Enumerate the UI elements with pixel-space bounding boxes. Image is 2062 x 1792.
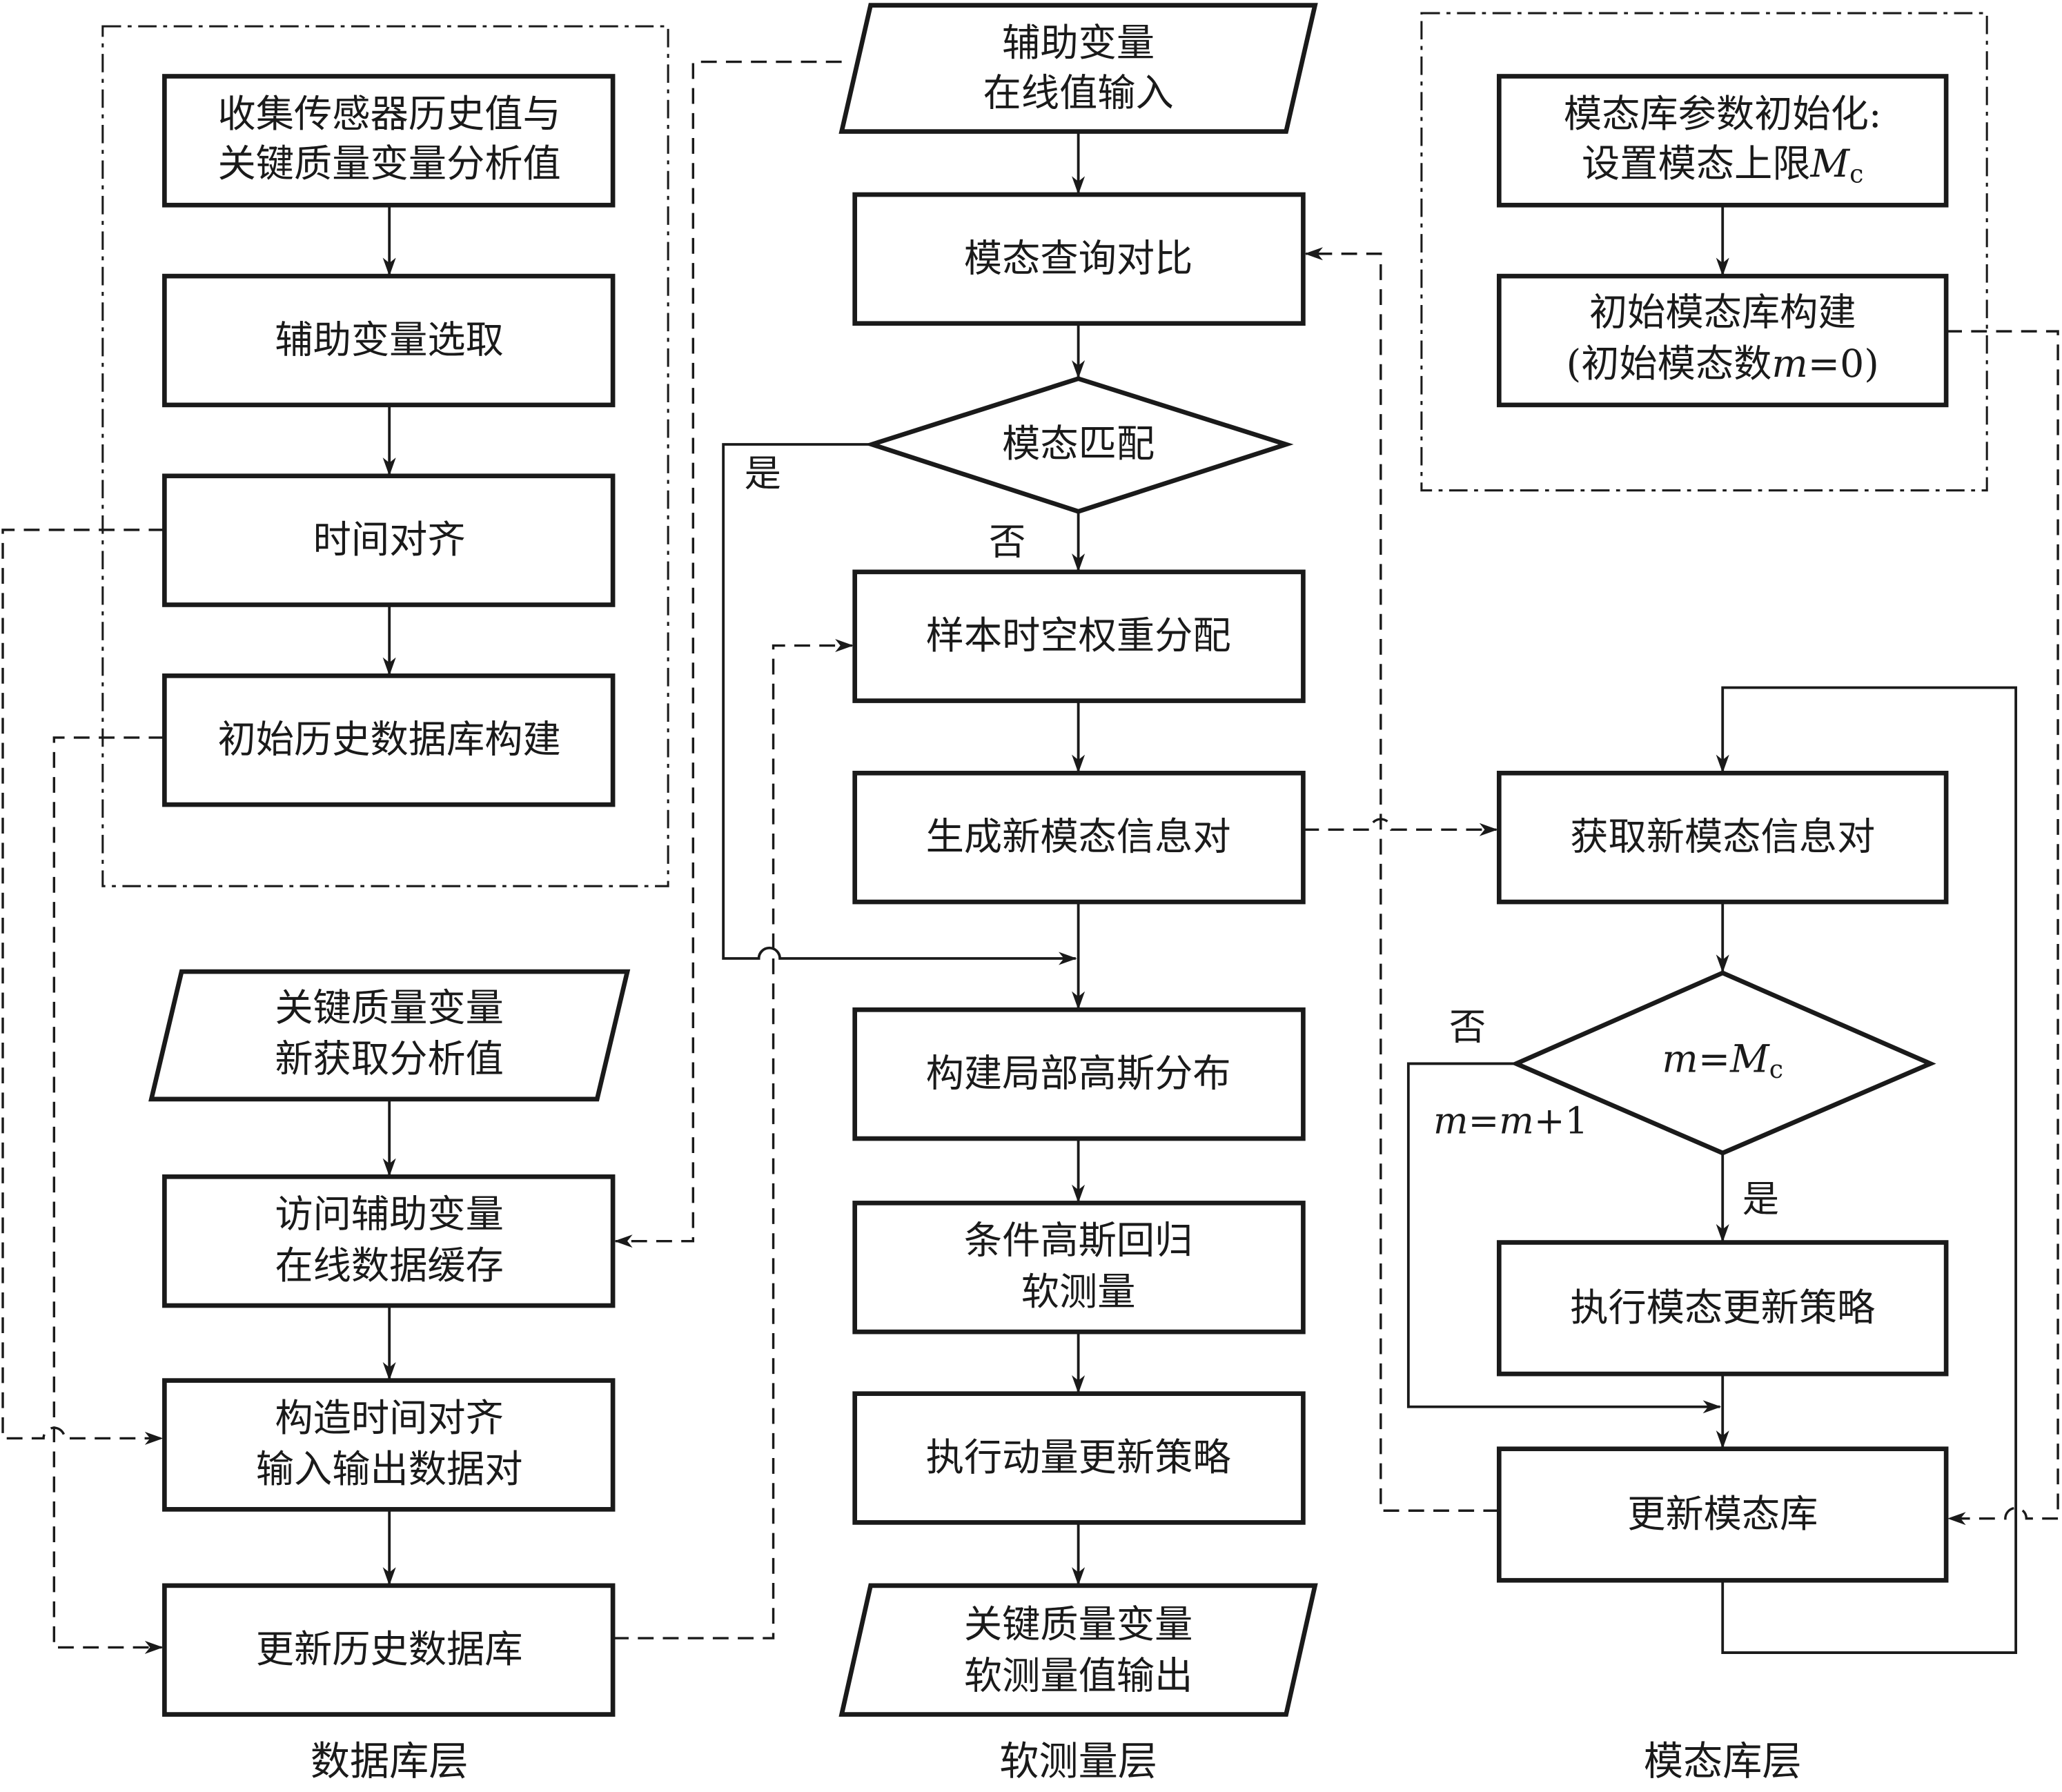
dashed-link-bank-to-query — [1304, 247, 1500, 1512]
box-time-align[interactable]: 时间对齐 — [162, 473, 616, 607]
param-init-line2: 设置模态上限Mc — [1582, 142, 1863, 188]
box-gen-mode-pair[interactable]: 生成新模态信息对 — [852, 771, 1306, 905]
svg-text:生成新模态信息对: 生成新模态信息对 — [926, 816, 1231, 860]
box-update-history-db[interactable]: 更新历史数据库 — [162, 1583, 616, 1717]
svg-text:初始模态库构建: 初始模态库构建 — [1589, 291, 1856, 335]
svg-text:新获取分析值: 新获取分析值 — [275, 1038, 504, 1082]
decision-mode-match[interactable]: 模态匹配 — [864, 376, 1294, 514]
no-bypass-line — [1406, 1062, 1722, 1414]
svg-text:初始历史数据库构建: 初始历史数据库构建 — [218, 718, 561, 762]
box-cond-gauss-regression[interactable]: 条件高斯回归 软测量 — [852, 1201, 1306, 1335]
svg-text:模态库参数初始化:: 模态库参数初始化: — [1564, 92, 1882, 137]
dashed-link-db-to-weight — [613, 639, 854, 1640]
label-no: 否 — [989, 520, 1025, 564]
box-weight-assign[interactable]: 样本时空权重分配 — [852, 569, 1306, 703]
box-exec-mode-update[interactable]: 执行模态更新策略 — [1496, 1240, 1949, 1377]
svg-text:获取新模态信息对: 获取新模态信息对 — [1570, 816, 1875, 860]
box-mode-query[interactable]: 模态查询对比 — [852, 192, 1306, 326]
modebank-init-group-frame — [1420, 12, 1988, 492]
io-new-quality-values[interactable]: 关键质量变量 新获取分析值 — [148, 969, 631, 1102]
label-yes: 是 — [1742, 1177, 1779, 1221]
box-collect-history[interactable]: 收集传感器历史值与 关键质量变量分析值 — [162, 74, 616, 208]
svg-text:模态查询对比: 模态查询对比 — [964, 237, 1193, 281]
svg-text:更新模态库: 更新模态库 — [1627, 1493, 1818, 1537]
box-init-history-db[interactable]: 初始历史数据库构建 — [162, 673, 616, 807]
svg-text:辅助变量选取: 辅助变量选取 — [275, 318, 504, 362]
init-bank-line2: (初始模态数m=0) — [1567, 342, 1879, 386]
svg-text:模态匹配: 模态匹配 — [1002, 422, 1155, 466]
io-softsensor-output[interactable]: 关键质量变量 软测量值输出 — [838, 1583, 1318, 1717]
box-init-modebank[interactable]: 初始模态库构建 (初始模态数m=0) — [1496, 273, 1949, 408]
svg-text:更新历史数据库: 更新历史数据库 — [256, 1628, 523, 1672]
layer-label-softsensor: 软测量层 — [999, 1739, 1157, 1784]
box-select-aux-vars[interactable]: 辅助变量选取 — [162, 273, 616, 408]
svg-text:构造时间对齐: 构造时间对齐 — [275, 1397, 504, 1441]
svg-text:辅助变量: 辅助变量 — [1002, 21, 1155, 66]
box-local-gauss[interactable]: 构建局部高斯分布 — [852, 1007, 1306, 1141]
svg-text:执行动量更新策略: 执行动量更新策略 — [926, 1436, 1231, 1480]
svg-text:关键质量变量: 关键质量变量 — [964, 1603, 1193, 1647]
svg-text:访问辅助变量: 访问辅助变量 — [275, 1193, 504, 1237]
dashed-link-gen-to-get-pair — [1303, 818, 1498, 836]
label-yes: 是 — [745, 451, 781, 495]
layer-label-database: 数据库层 — [311, 1739, 469, 1784]
svg-text:关键质量变量: 关键质量变量 — [275, 986, 504, 1030]
box-access-aux-cache[interactable]: 访问辅助变量 在线数据缓存 — [162, 1174, 616, 1308]
svg-text:时间对齐: 时间对齐 — [313, 518, 466, 562]
box-momentum-update[interactable]: 执行动量更新策略 — [852, 1391, 1306, 1525]
svg-text:软测量值输出: 软测量值输出 — [964, 1654, 1193, 1698]
cond-text: m=Mc — [1662, 1038, 1783, 1084]
dashed-link-init-bank-to-update — [1946, 330, 2059, 1526]
yes-bypass-line — [722, 443, 1077, 965]
layer-label-modebank: 模态库层 — [1644, 1739, 1802, 1784]
svg-text:软测量: 软测量 — [1021, 1270, 1136, 1315]
database-init-group-frame — [101, 25, 669, 887]
svg-text:输入输出数据对: 输入输出数据对 — [256, 1448, 523, 1492]
svg-text:关键质量变量分析值: 关键质量变量分析值 — [218, 142, 561, 186]
dashed-link-time-align-to-pairs — [1, 529, 165, 1445]
svg-text:在线值输入: 在线值输入 — [983, 71, 1173, 115]
svg-text:构建局部高斯分布: 构建局部高斯分布 — [926, 1052, 1231, 1096]
svg-text:收集传感器历史值与: 收集传感器历史值与 — [218, 92, 561, 137]
box-modebank-param-init[interactable]: 模态库参数初始化: 设置模态上限Mc — [1496, 74, 1949, 208]
dashed-link-initdb-to-update — [52, 736, 165, 1654]
label-no: 否 — [1449, 1005, 1486, 1049]
increment-label: m=m+1 — [1433, 1099, 1588, 1142]
svg-text:条件高斯回归: 条件高斯回归 — [964, 1219, 1193, 1263]
svg-text:在线数据缓存: 在线数据缓存 — [275, 1244, 504, 1288]
svg-text:样本时空权重分配: 样本时空权重分配 — [926, 614, 1231, 658]
box-update-modebank[interactable]: 更新模态库 — [1496, 1446, 1949, 1583]
modebank-loop-line — [1716, 686, 2018, 1654]
dashed-link-aux-input-to-cache — [614, 60, 842, 1248]
io-aux-online-input[interactable]: 辅助变量 在线值输入 — [838, 3, 1318, 134]
box-get-mode-pair[interactable]: 获取新模态信息对 — [1496, 771, 1949, 905]
box-construct-io-pairs[interactable]: 构造时间对齐 输入输出数据对 — [162, 1378, 616, 1512]
svg-text:执行模态更新策略: 执行模态更新策略 — [1570, 1286, 1875, 1330]
